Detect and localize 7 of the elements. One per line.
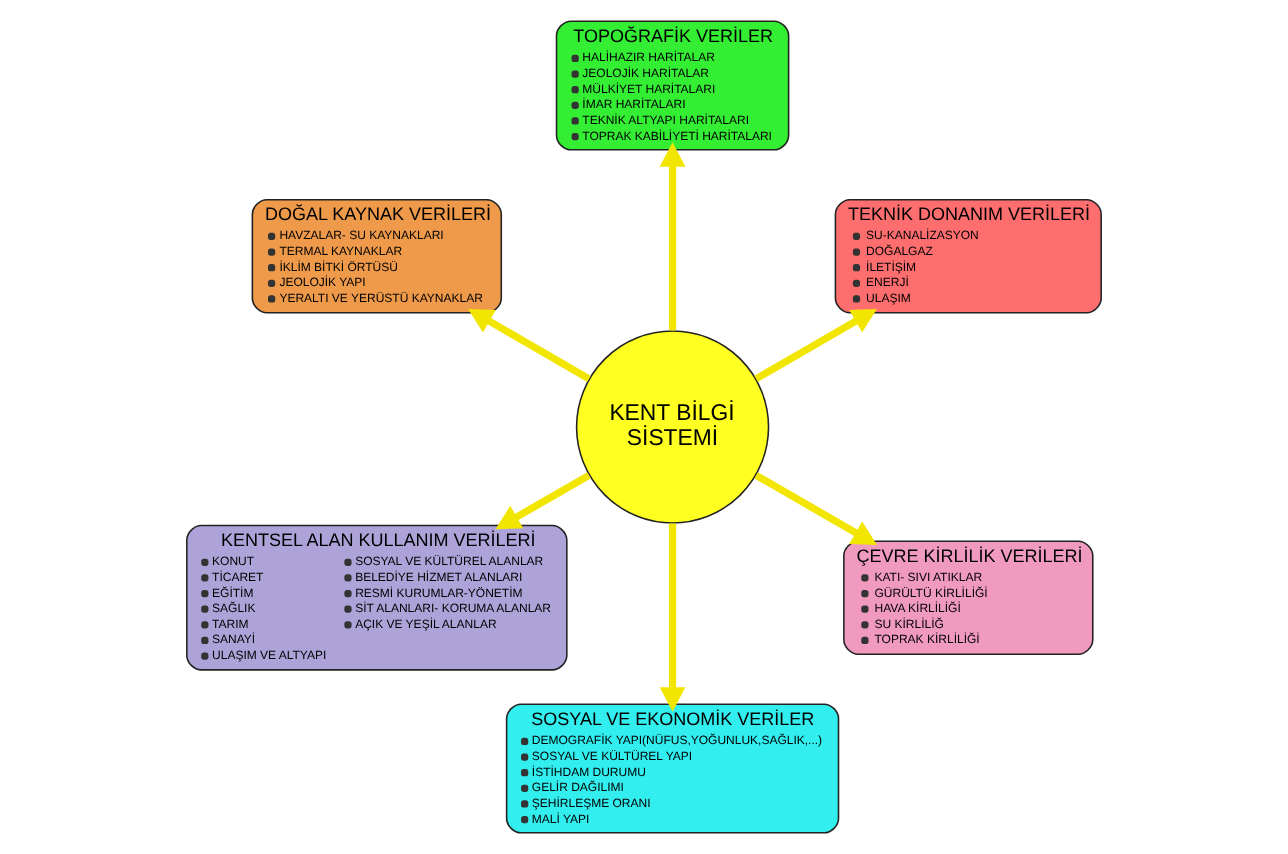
arrow: [659, 142, 686, 331]
arrow: [659, 523, 686, 712]
arrow: [468, 308, 591, 382]
arrow: [754, 472, 878, 546]
node-circle: KENT BİLGİ SİSTEMİ: [575, 330, 770, 524]
arrow: [754, 308, 878, 382]
arrow: [495, 472, 591, 530]
